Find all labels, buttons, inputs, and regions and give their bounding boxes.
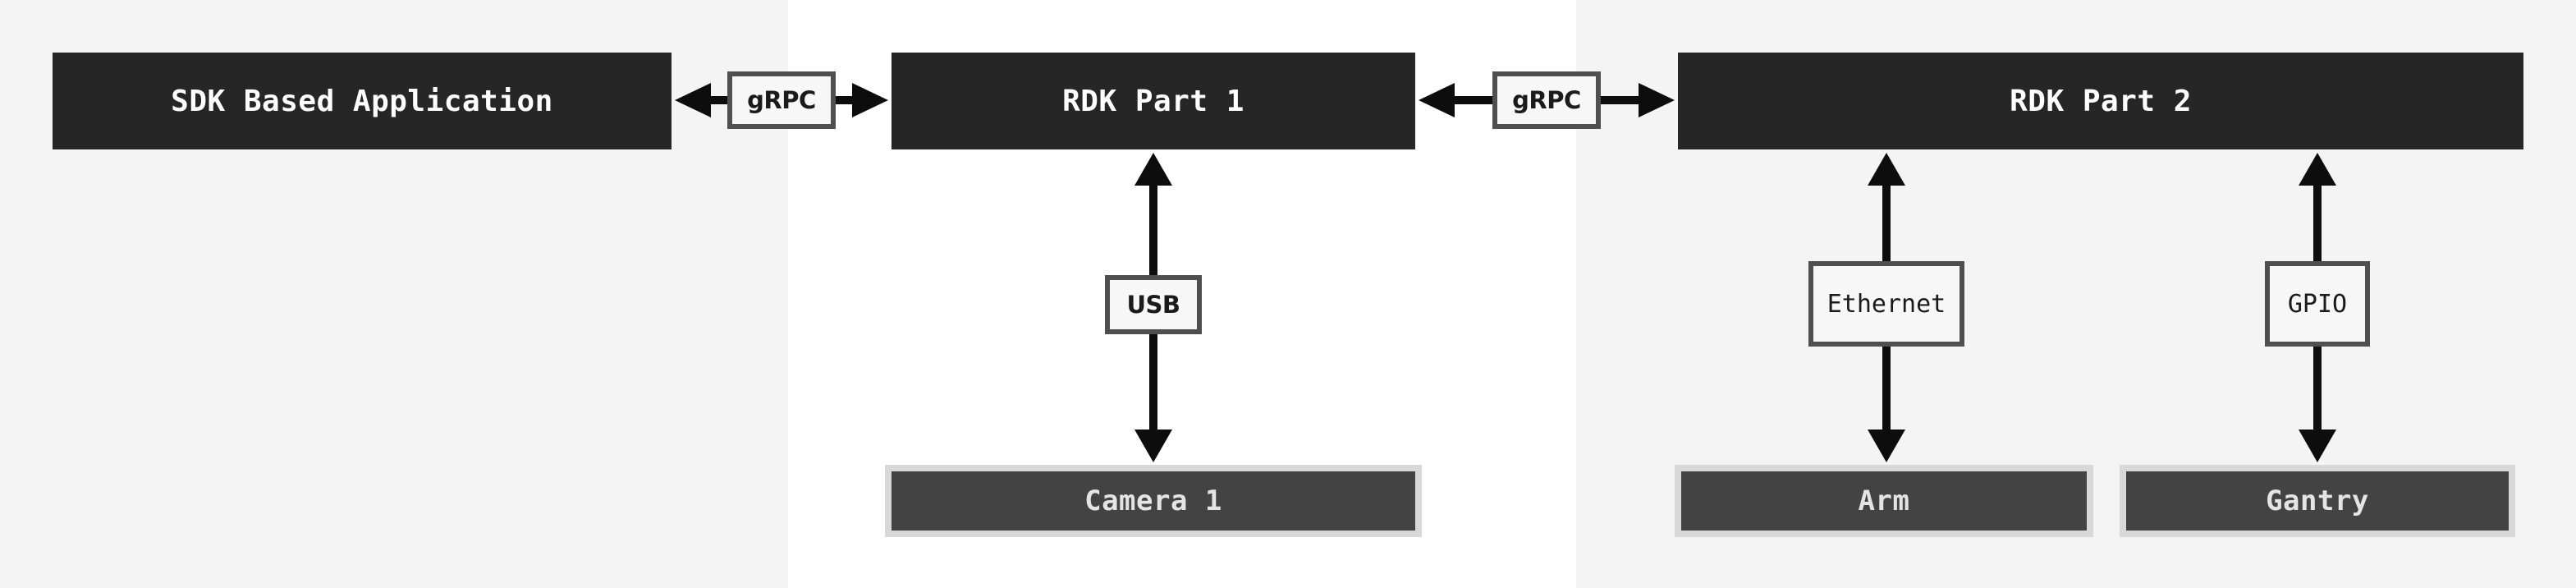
node-gantry: Gantry: [2120, 465, 2515, 537]
arrowhead-right-icon: [852, 83, 888, 117]
arrowhead-up-icon: [1134, 153, 1172, 186]
component-label: Gantry: [2266, 485, 2369, 517]
link-label-text: USB: [1126, 291, 1180, 319]
arrowhead-up-icon: [1868, 153, 1905, 186]
link-label-text: GPIO: [2287, 289, 2348, 319]
link-label-text: Ethernet: [1827, 289, 1946, 319]
arrowhead-up-icon: [2299, 153, 2336, 186]
arrowhead-left-icon: [675, 83, 711, 117]
arrowhead-right-icon: [1639, 83, 1675, 117]
node-rdk-part-1: RDK Part 1: [892, 53, 1415, 149]
component-label: Arm: [1858, 485, 1910, 517]
node-camera-1: Camera 1: [885, 465, 1422, 537]
node-sdk-based-application: SDK Based Application: [53, 53, 672, 149]
link-label-grpc-left: gRPC: [727, 71, 836, 129]
link-label-gpio: GPIO: [2265, 261, 2370, 347]
arrowhead-left-icon: [1419, 83, 1455, 117]
link-label-ethernet: Ethernet: [1808, 261, 1964, 347]
link-label-text: gRPC: [1512, 86, 1581, 114]
link-label-usb: USB: [1105, 275, 1202, 334]
node-rdk-part-2: RDK Part 2: [1678, 53, 2523, 149]
node-label: RDK Part 1: [1062, 84, 1244, 118]
component-label: Camera 1: [1084, 485, 1222, 517]
link-label-grpc-right: gRPC: [1492, 71, 1601, 129]
arrowhead-down-icon: [1868, 430, 1905, 462]
link-label-text: gRPC: [747, 86, 816, 114]
node-arm: Arm: [1675, 465, 2093, 537]
node-label: SDK Based Application: [171, 84, 553, 118]
node-label: RDK Part 2: [2010, 84, 2192, 118]
arrowhead-down-icon: [1134, 430, 1172, 462]
arrowhead-down-icon: [2299, 430, 2336, 462]
